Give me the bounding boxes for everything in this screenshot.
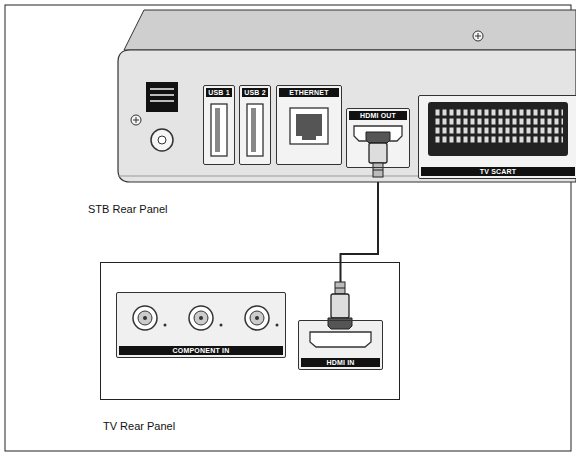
port-label: COMPONENT IN (119, 346, 283, 355)
scart-box: TV SCART (418, 95, 576, 179)
component-in-box: COMPONENT IN (116, 292, 286, 358)
port-label: HDMI IN (301, 358, 380, 367)
port-label: HDMI OUT (349, 111, 407, 120)
tv-rear-panel: TV Rear PanelCOMPONENT INHDMI IN (100, 262, 400, 400)
usb-port-box: USB 1 (203, 85, 235, 165)
port-label: ETHERNET (279, 88, 339, 97)
panel-heading: TV Rear Panel (103, 420, 175, 432)
hdmi-in-box: HDMI IN (298, 320, 383, 370)
ethernet-port (290, 108, 328, 144)
stb-face (118, 50, 576, 182)
screw (475, 33, 481, 39)
port-label: TV SCART (421, 167, 575, 176)
usb-port (247, 104, 263, 156)
hdmi-plug (366, 132, 390, 177)
screw (133, 117, 139, 123)
port-label: USB 2 (242, 88, 268, 97)
usb-port-box: USB 2 (239, 85, 271, 165)
input-label-plate (146, 82, 178, 112)
panel-heading: STB Rear Panel (88, 203, 167, 215)
rca-jack (133, 306, 279, 330)
stb-rear-panel: STB Rear PanelUSB 1USB 2ETHERNETHDMI OUT… (118, 55, 576, 180)
hdmi-out-box: HDMI OUT (346, 108, 410, 168)
screw (131, 115, 141, 125)
ethernet-port-box: ETHERNET (276, 85, 342, 165)
coax-pin (158, 136, 166, 144)
coax-input (151, 129, 173, 151)
stb-top (124, 10, 576, 50)
port-label: USB 1 (206, 88, 232, 97)
usb-port (211, 104, 227, 156)
scart-connector (428, 102, 568, 156)
hdmi-plug (328, 282, 352, 329)
hdmi-port (310, 332, 371, 347)
screw (473, 31, 483, 41)
